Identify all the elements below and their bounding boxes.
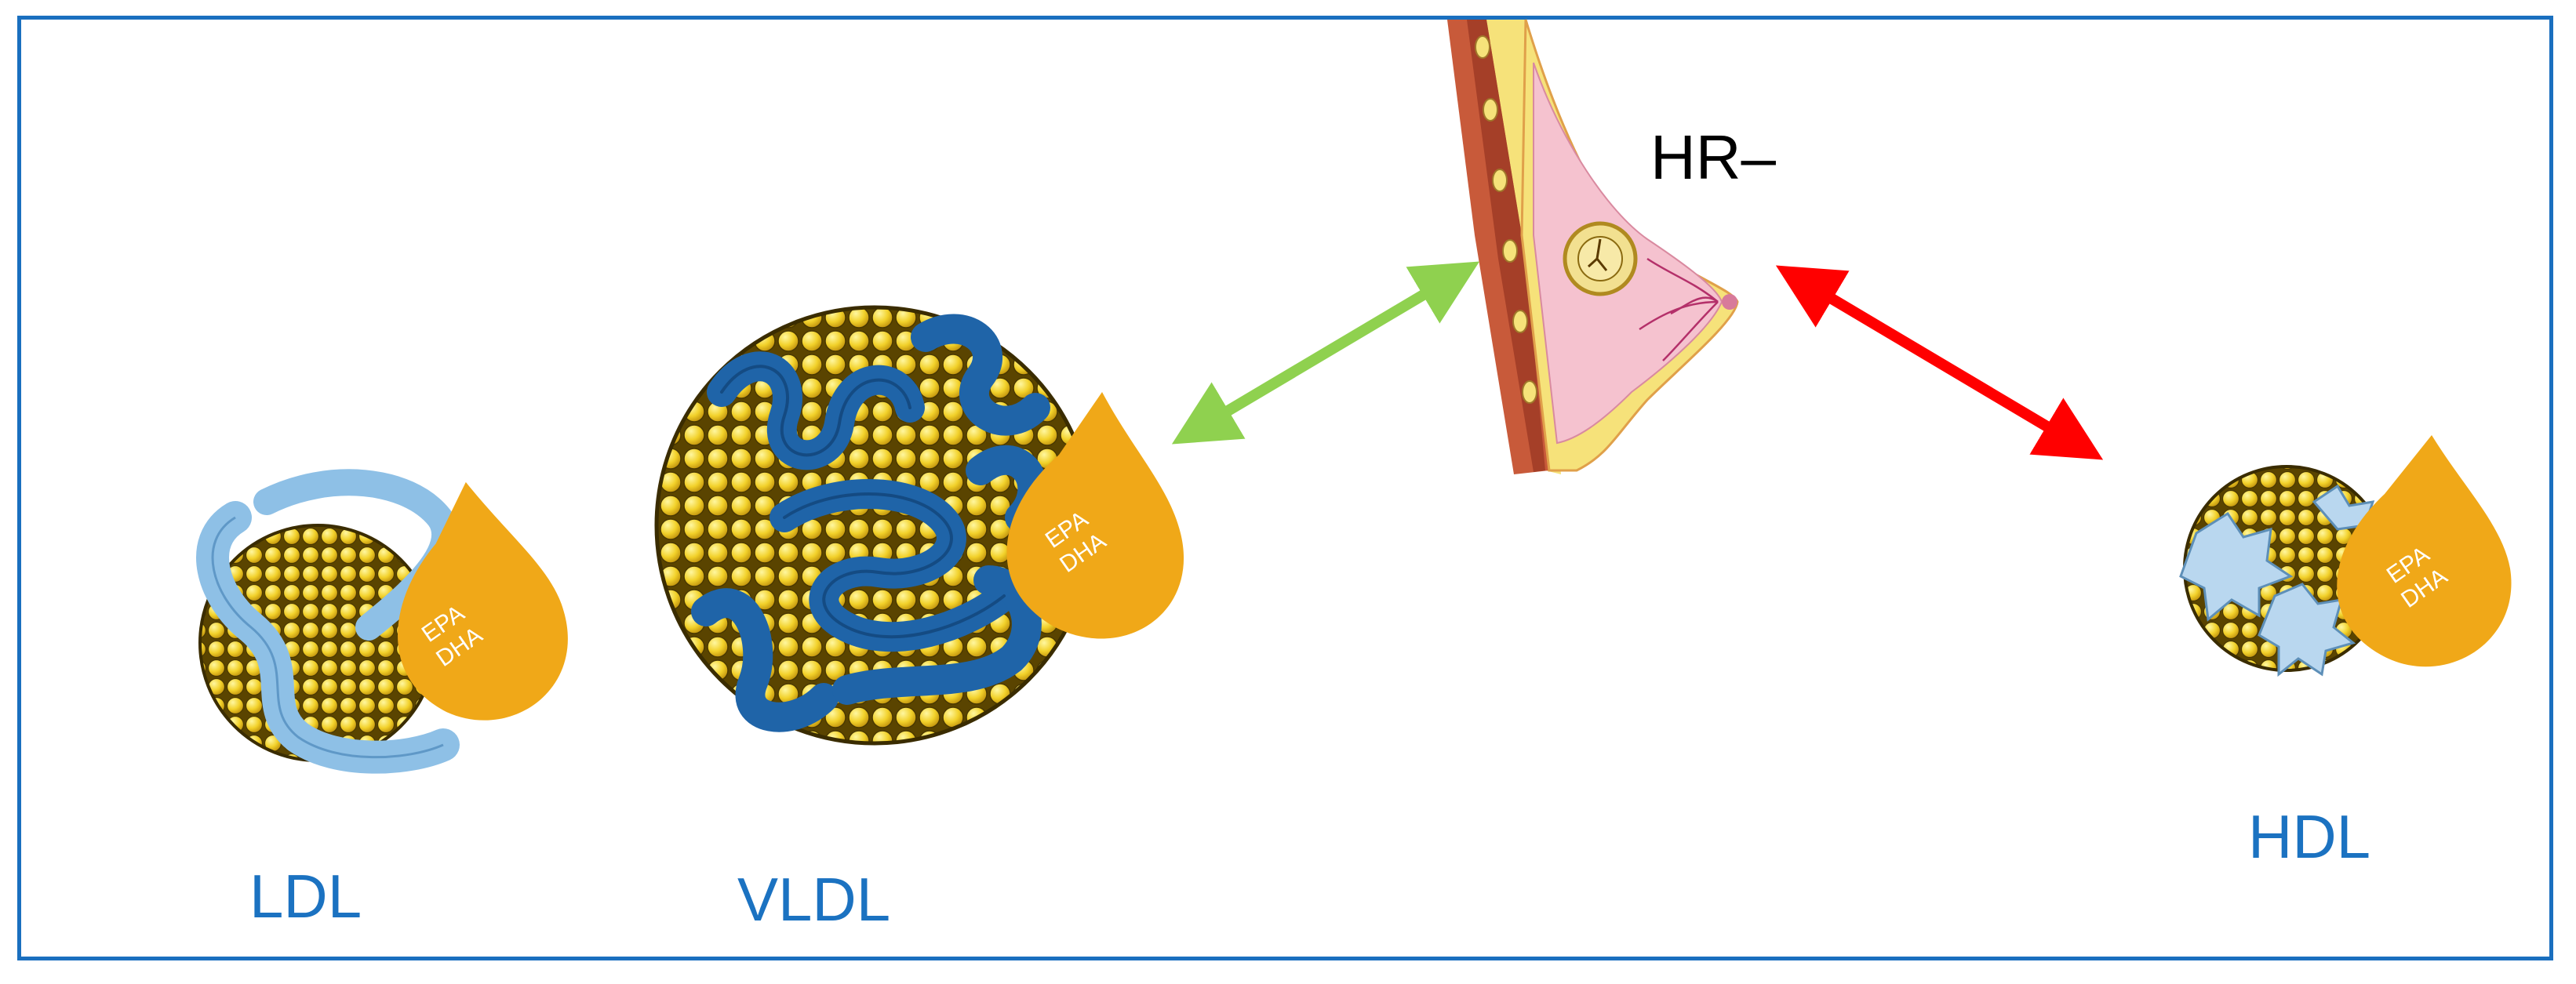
hr-negative-label: HR– (1650, 122, 1777, 192)
epa-dha-drop: EPA DHA (1006, 392, 1184, 639)
vldl-label: VLDL (737, 865, 891, 934)
ldl-label: LDL (249, 862, 362, 931)
red-double-arrow (1775, 265, 2104, 460)
hdl-label: HDL (2248, 802, 2371, 871)
breast-cross-section-icon (1443, 19, 1739, 474)
figure-frame (17, 16, 2553, 960)
ldl-particle (196, 469, 460, 774)
vldl-particle (654, 305, 1095, 746)
green-double-arrow (1171, 261, 1480, 445)
hdl-particle (2179, 465, 2390, 677)
epa-dha-drop: EPA DHA (2337, 435, 2512, 667)
epa-dha-drop: EPA DHA (398, 481, 568, 721)
